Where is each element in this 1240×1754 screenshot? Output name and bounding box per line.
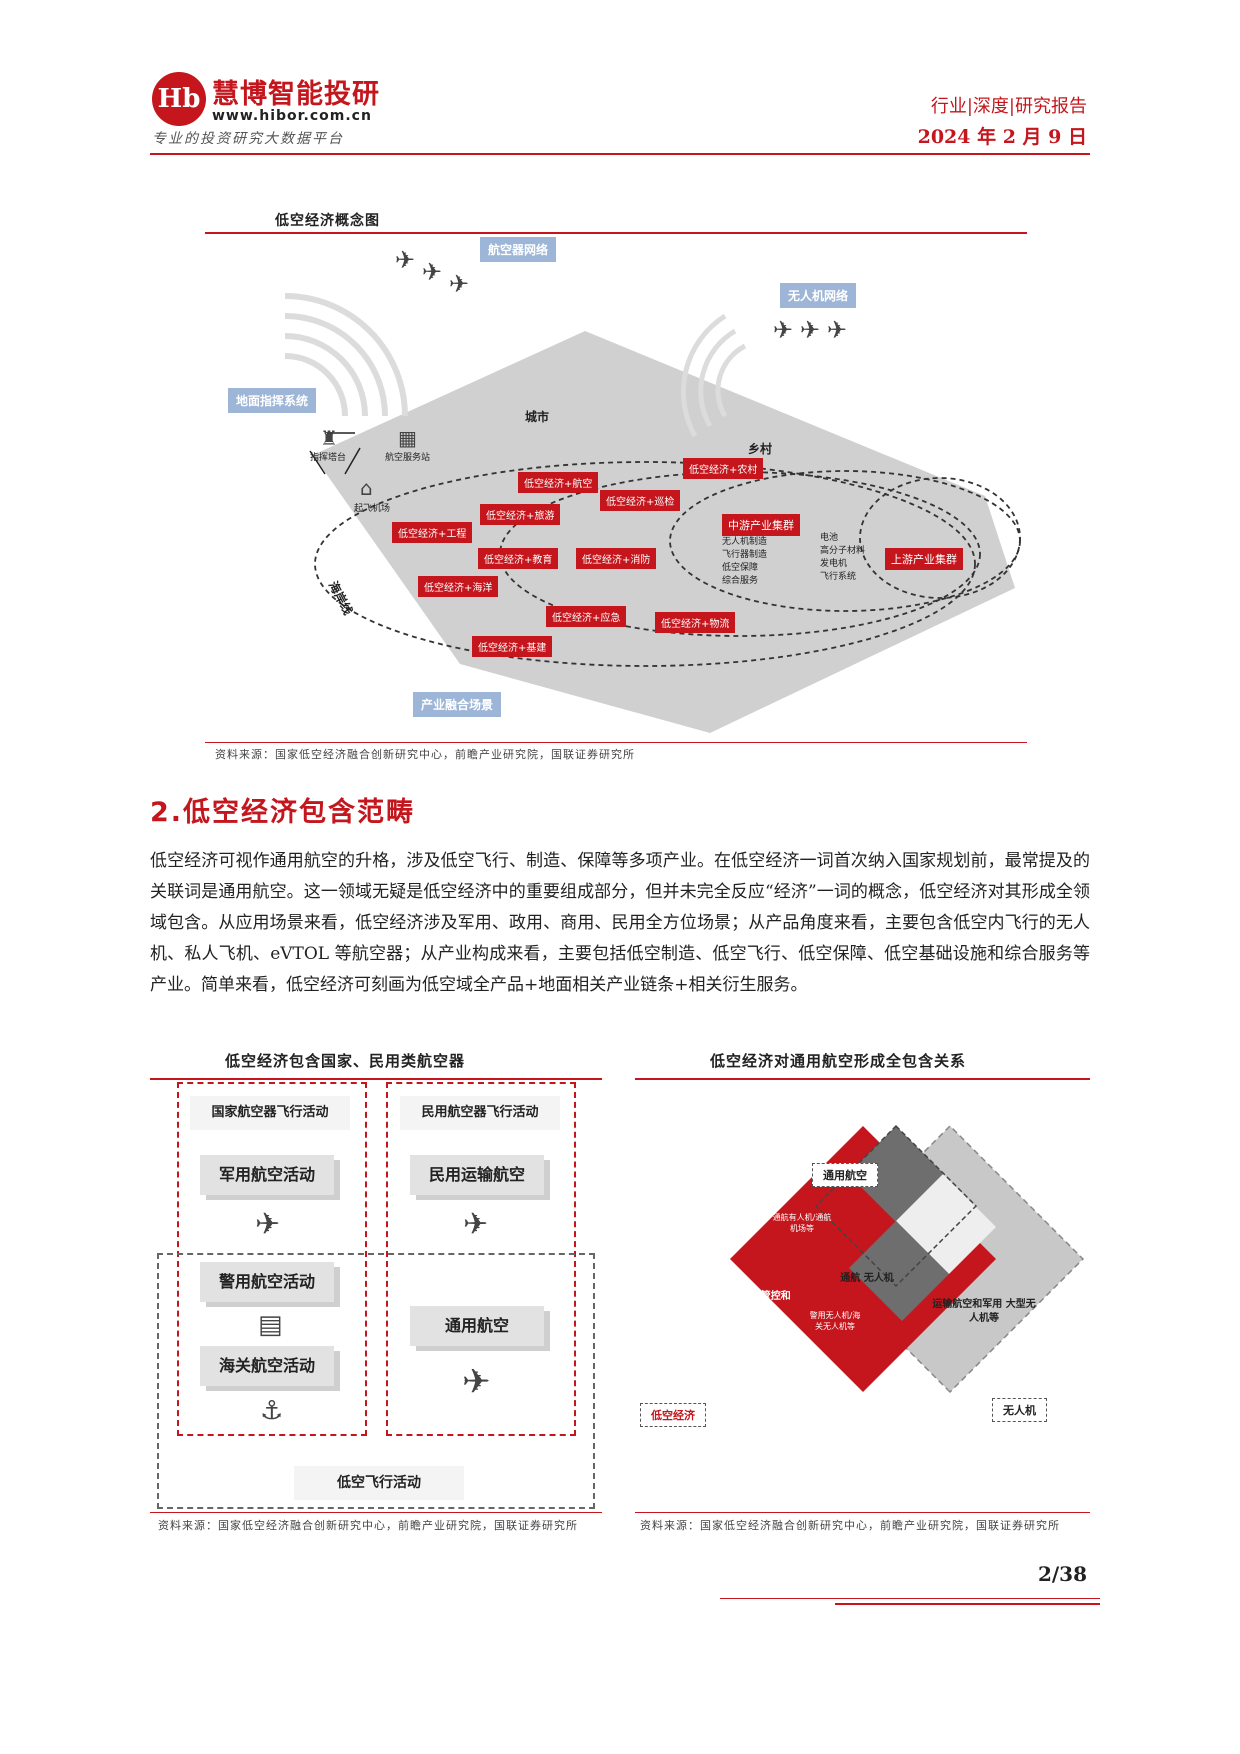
scenario-engineering: 低空经济+工程 — [392, 522, 473, 543]
callout-drone-network: 无人机网络 — [780, 283, 857, 308]
service-station-icon: ▦ — [398, 426, 417, 450]
anchor-icon: ⚓ — [260, 1396, 284, 1426]
civil-transport-aviation: 民用运输航空 — [410, 1155, 544, 1195]
midstream-item: 综合服务 — [722, 576, 759, 586]
upstream-item: 发电机 — [820, 559, 848, 569]
figure3-top-rule — [635, 1078, 1090, 1080]
radio-icon: ▤ — [258, 1310, 283, 1340]
figure2-source: 资料来源：国家低空经济融合创新研究中心，前瞻产业研究院，国联证券研究所 — [158, 1519, 578, 1532]
airplane-icon: ✈ — [449, 270, 470, 298]
tag-low-altitude-economy: 低空经济 — [640, 1403, 706, 1427]
figure2-bottom-rule — [150, 1512, 602, 1513]
midstream-item: 飞行器制造 — [722, 550, 768, 560]
upstream-item: 飞行系统 — [820, 572, 857, 582]
midstream-item: 无人机制造 — [722, 537, 768, 547]
figure1-top-rule — [205, 232, 1027, 234]
civil-header: 民用航空器飞行活动 — [400, 1096, 560, 1130]
midstream-item: 低空保障 — [722, 563, 759, 573]
facility-arrows — [309, 432, 361, 475]
control-tower-icon: ♜ — [320, 426, 338, 450]
area-village: 乡村 — [748, 442, 773, 456]
drone-icon: ✈ — [773, 316, 794, 344]
low-altitude-box — [157, 1253, 595, 1509]
figure3-bottom-rule — [635, 1512, 1090, 1513]
civil-aircraft-box — [386, 1082, 576, 1436]
header-divider — [150, 153, 1090, 155]
scenario-inspection: 低空经济+巡检 — [600, 490, 681, 511]
airport-icon: ⌂ — [360, 476, 373, 500]
area-city: 城市 — [525, 410, 550, 424]
upstream-item: 电池 — [820, 533, 839, 543]
figure3-title: 低空经济对通用航空形成全包含关系 — [710, 1052, 967, 1070]
tag-general-aviation: 通用航空 — [812, 1163, 878, 1187]
upstream-items: 电池 高分子材料 发电机 飞行系统 — [820, 532, 865, 584]
scenario-ocean: 低空经济+海洋 — [418, 576, 499, 597]
callout-ground-command: 地面指挥系统 — [228, 388, 317, 413]
scenario-aviation: 低空经济+航空 — [518, 472, 599, 493]
scenario-emergency: 低空经济+应急 — [546, 606, 627, 627]
military-aviation: 军用航空活动 — [200, 1155, 334, 1195]
national-aircraft-box — [177, 1082, 367, 1436]
land-area — [313, 331, 1015, 733]
scenario-education: 低空经济+教育 — [478, 548, 559, 569]
brand-name: 慧博智能投研 — [212, 79, 380, 110]
top-overlap-label: 通航有人机/通航机场等 — [772, 1213, 832, 1233]
upstream-cluster: 上游产业集群 — [885, 548, 963, 570]
midstream-cluster: 中游产业集群 — [722, 514, 800, 536]
police-aviation: 警用航空活动 — [200, 1262, 334, 1302]
drone-icon: ✈ — [800, 316, 821, 344]
scenario-construction: 低空经济+基建 — [472, 636, 553, 657]
center-region — [896, 1174, 996, 1274]
figure2-top-rule — [150, 1078, 602, 1080]
national-header: 国家航空器飞行活动 — [190, 1096, 350, 1130]
figure1-bottom-rule — [205, 742, 1027, 743]
report-date: 2024 年 2 月 9 日 — [917, 126, 1087, 148]
drone-icon: ✈ — [827, 316, 848, 344]
inclusion-relation-diagram — [730, 1124, 1085, 1394]
section-paragraph: 低空经济可视作通用航空的升格，涉及低空飞行、制造、保障等多项产业。在低空经济一词… — [150, 851, 1090, 995]
bottom-overlap-label: 警用无人机/海关无人机等 — [809, 1311, 861, 1331]
airplane-icon: ✈ — [463, 1207, 489, 1242]
brand-slogan: 专业的投资研究大数据平台 — [152, 131, 344, 147]
low-altitude-activities: 低空飞行活动 — [294, 1466, 464, 1500]
section-title: 2.低空经济包含范畴 — [150, 797, 416, 828]
page-number: 2/38 — [1037, 1562, 1087, 1586]
midstream-items: 无人机制造 飞行器制造 低空保障 综合服务 — [722, 536, 767, 588]
footer-rule-thick — [835, 1603, 1100, 1605]
facility-tower: 指挥塔台 — [310, 453, 347, 463]
signal-arcs-left — [284, 293, 408, 417]
airplane-icon: ✈ — [462, 1362, 491, 1402]
gray-region-label: 运输航空和军用 大型无人机等 — [932, 1299, 1036, 1324]
brand-website[interactable]: www.hibor.com.cn — [212, 108, 372, 124]
scenario-agriculture: 低空经济+农村 — [683, 458, 764, 479]
bottom-overlap-region — [849, 1221, 949, 1321]
callout-aircraft-network: 航空器网络 — [480, 237, 557, 262]
red-region-label: 警用有人机 低空空域管控和安全 反无人机等 — [667, 1291, 791, 1316]
center-label: 通航 无人机 — [840, 1273, 894, 1284]
airplane-icon: ✈ — [255, 1207, 281, 1242]
figure3-source: 资料来源：国家低空经济融合创新研究中心，前瞻产业研究院，国联证券研究所 — [640, 1519, 1060, 1532]
figure2-title: 低空经济包含国家、民用类航空器 — [225, 1052, 466, 1070]
upstream-item: 高分子材料 — [820, 546, 866, 556]
callout-industry-scenes: 产业融合场景 — [413, 692, 502, 717]
facility-airport: 起飞机场 — [354, 504, 391, 514]
scenario-logistics: 低空经济+物流 — [655, 612, 736, 633]
footer-rule-thin — [720, 1598, 1100, 1599]
general-aviation: 通用航空 — [410, 1306, 544, 1346]
brand-logo: Hb — [152, 72, 206, 126]
tag-drone: 无人机 — [992, 1398, 1047, 1422]
customs-aviation: 海关航空活动 — [200, 1346, 334, 1386]
signal-arcs-right — [680, 313, 747, 438]
report-type: 行业|深度|研究报告 — [930, 96, 1087, 117]
figure1-source: 资料来源：国家低空经济融合创新研究中心，前瞻产业研究院，国联证券研究所 — [215, 748, 635, 761]
figure1-title: 低空经济概念图 — [275, 213, 380, 229]
airplane-icon: ✈ — [395, 246, 416, 274]
airplane-icon: ✈ — [422, 258, 443, 286]
scenario-fire: 低空经济+消防 — [576, 548, 657, 569]
scenario-tourism: 低空经济+旅游 — [480, 504, 561, 525]
facility-service: 航空服务站 — [385, 453, 431, 463]
